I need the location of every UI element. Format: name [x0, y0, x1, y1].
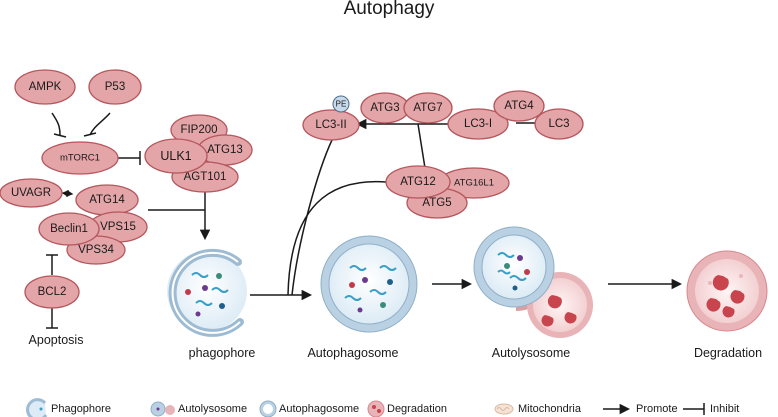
node-lc3: LC3 — [534, 108, 584, 140]
node-pe: PE — [332, 95, 350, 113]
ampk-inhibit-line — [51, 112, 61, 136]
node-atg3: ATG3 — [360, 92, 410, 124]
svg-text:ATG3: ATG3 — [370, 102, 399, 114]
svg-text:Degradation: Degradation — [387, 403, 447, 415]
svg-text:Promote: Promote — [636, 403, 678, 415]
phagophore-icon — [26, 398, 48, 417]
legend-item-inhibit: Inhibit — [683, 403, 739, 415]
node-lc3ii: LC3-II — [302, 109, 360, 141]
diagram-title: Autophagy — [344, 0, 435, 19]
svg-text:AGT101: AGT101 — [184, 171, 227, 183]
svg-text:ATG12: ATG12 — [400, 176, 436, 188]
svg-text:LC3-II: LC3-II — [315, 119, 346, 131]
legend-item-degradation: Degradation — [367, 400, 447, 417]
svg-text:ATG7: ATG7 — [413, 102, 442, 114]
autolysosome-icon — [150, 401, 175, 417]
svg-text:VPS34: VPS34 — [78, 244, 114, 256]
node-lc3i: LC3-I — [447, 108, 509, 140]
autophagosome-illustration — [320, 235, 418, 333]
svg-text:Beclin1: Beclin1 — [50, 223, 88, 235]
degradation-icon — [367, 400, 385, 417]
svg-text:mTORC1: mTORC1 — [60, 153, 100, 164]
svg-text:Mitochondria: Mitochondria — [518, 403, 582, 415]
node-beclin1: Beclin1 — [38, 212, 100, 246]
apoptosis-label: Apoptosis — [29, 333, 84, 347]
svg-text:PE: PE — [336, 100, 347, 109]
inhibit-bar-icon — [683, 403, 705, 415]
svg-text:ATG5: ATG5 — [422, 197, 451, 209]
svg-text:AMPK: AMPK — [29, 81, 62, 93]
atg7-branch-line — [417, 123, 426, 169]
legend: Phagophore Autolysosome Autophagosome — [26, 398, 739, 417]
node-atg12: ATG12 — [385, 165, 451, 199]
svg-text:Autolysosome: Autolysosome — [178, 403, 247, 415]
p53-inhibit-line — [89, 112, 111, 136]
legend-item-mitochondria: Mitochondria — [494, 403, 582, 415]
p53-inhibit-bar — [83, 132, 97, 137]
node-atg13: ATG13 — [197, 134, 253, 166]
legend-item-phagophore: Phagophore — [26, 398, 111, 417]
node-atg7: ATG7 — [403, 92, 453, 124]
node-ulk1: ULK1 — [144, 138, 208, 174]
svg-text:ATG4: ATG4 — [504, 100, 534, 112]
stage-label-degradation: Degradation — [694, 346, 762, 360]
svg-text:FIP200: FIP200 — [180, 124, 217, 136]
node-mtorc1: mTORC1 — [41, 141, 119, 175]
node-vps15: VPS15 — [88, 211, 148, 243]
node-ampk: AMPK — [14, 69, 76, 105]
svg-text:ULK1: ULK1 — [160, 149, 191, 163]
phagophore-illustration — [167, 248, 247, 337]
stage-label-autolysosome: Autolysosome — [492, 346, 571, 360]
uvagr-atg14-link — [61, 189, 74, 198]
node-atg14: ATG14 — [75, 184, 139, 216]
autophagosome-icon — [259, 400, 277, 417]
ampk-inhibit-bar — [53, 133, 67, 138]
svg-text:VPS15: VPS15 — [100, 221, 136, 233]
svg-text:Phagophore: Phagophore — [51, 403, 111, 415]
svg-text:BCL2: BCL2 — [38, 286, 67, 298]
autolysosome-illustration — [473, 226, 593, 338]
lc3ii-curve — [291, 139, 333, 296]
node-bcl2: BCL2 — [24, 275, 80, 309]
svg-text:LC3: LC3 — [548, 118, 569, 130]
svg-text:Inhibit: Inhibit — [710, 403, 739, 415]
node-atg4: ATG4 — [493, 90, 545, 122]
node-uvagr: UVAGR — [0, 178, 63, 208]
atg12-curve — [287, 180, 387, 296]
stage-label-phagophore: phagophore — [189, 346, 256, 360]
svg-text:LC3-I: LC3-I — [464, 118, 492, 130]
svg-text:ATG16L1: ATG16L1 — [454, 178, 494, 189]
legend-item-promote: Promote — [603, 403, 678, 415]
stage-label-autophagosome: Autophagosome — [307, 346, 398, 360]
svg-text:Autophagosome: Autophagosome — [279, 403, 359, 415]
degradation-illustration — [686, 250, 768, 332]
connectors — [46, 112, 683, 329]
node-p53: P53 — [88, 69, 142, 105]
legend-item-autophagosome: Autophagosome — [259, 400, 359, 417]
svg-text:ATG13: ATG13 — [207, 144, 243, 156]
svg-text:P53: P53 — [105, 81, 125, 93]
svg-text:ATG14: ATG14 — [89, 194, 125, 206]
svg-text:UVAGR: UVAGR — [11, 187, 51, 199]
mitochondria-icon — [494, 403, 514, 415]
legend-item-autolysosome: Autolysosome — [150, 401, 247, 417]
